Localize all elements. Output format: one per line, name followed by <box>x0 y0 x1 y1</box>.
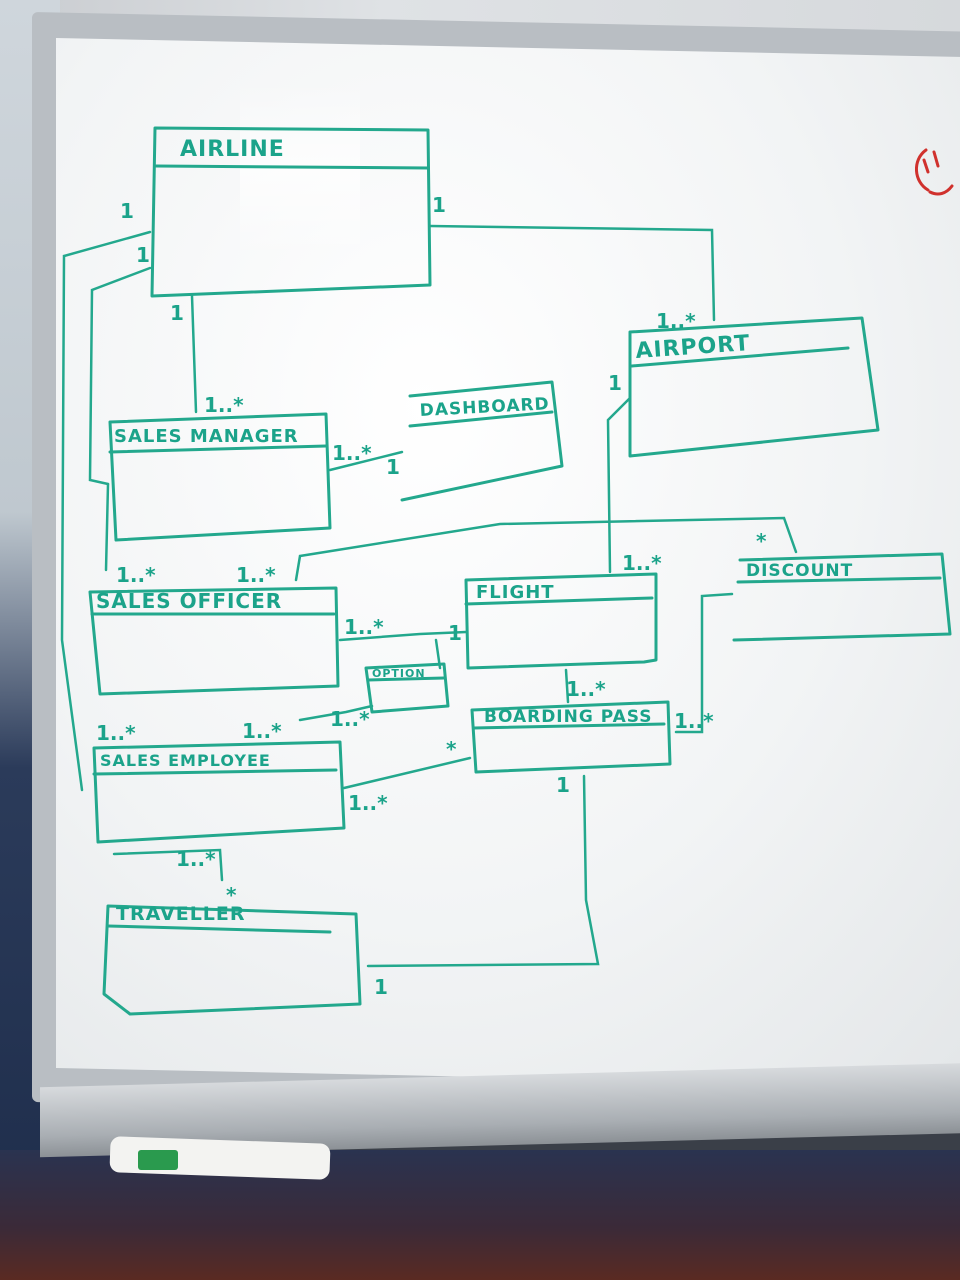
class-airline: AIRLINE <box>150 126 432 298</box>
association-lines <box>60 224 798 968</box>
class-discount: DISCOUNT <box>732 552 952 642</box>
class-traveller-title: TRAVELLER <box>116 903 246 925</box>
mult-flight-top-right: 1..* <box>622 551 662 575</box>
mult-boarding-top: 1..* <box>566 677 606 701</box>
mult-officer-top-right: 1..* <box>236 563 276 587</box>
mult-traveller-top: * <box>226 883 237 907</box>
mult-option-left: 1..* <box>330 707 370 731</box>
mult-employee-top-left: 1..* <box>96 721 136 745</box>
mult-boarding-bottom: 1 <box>556 773 570 797</box>
class-airline-title: AIRLINE <box>180 137 285 162</box>
class-option: OPTION <box>364 662 450 714</box>
mult-discount-top: * <box>756 529 767 553</box>
mult-boarding-left: * <box>446 737 457 761</box>
class-sales-officer: SALES OFFICER <box>88 586 340 696</box>
class-sales-employee: SALES EMPLOYEE <box>92 740 346 844</box>
class-boarding-pass: BOARDING PASS <box>470 700 672 774</box>
mult-airline-left-top: 1 <box>120 199 134 223</box>
mult-flight-option: 1 <box>448 621 462 645</box>
class-sales-manager: SALES MANAGER <box>108 412 332 542</box>
mult-airport-left: 1 <box>608 371 622 395</box>
multiplicity-labels: 1 1 1 1 1..* 1 1..* 1..* 1 1..* 1..* 1..… <box>96 193 767 999</box>
mult-airline-left-bottom: 1 <box>136 243 150 267</box>
class-flight: FLIGHT <box>464 572 658 670</box>
class-airport-title: AIRPORT <box>635 331 751 364</box>
mult-airline-bottom: 1 <box>170 301 184 325</box>
smiley-doodle-icon <box>915 148 954 196</box>
class-dashboard-title: DASHBOARD <box>419 394 550 421</box>
class-dashboard: DASHBOARD <box>400 380 564 502</box>
class-traveller: TRAVELLER <box>102 903 362 1016</box>
mult-employee-bottom-right: 1..* <box>348 791 388 815</box>
mult-boarding-right: 1..* <box>674 709 714 733</box>
mult-officer-top-left: 1..* <box>116 563 156 587</box>
mult-dashboard-left: 1 <box>386 455 400 479</box>
light-reflection <box>240 80 360 260</box>
class-option-title: OPTION <box>372 667 426 680</box>
mult-traveller-right: 1 <box>374 975 388 999</box>
class-airport: AIRPORT <box>628 316 880 458</box>
mult-manager-to-dashboard: 1..* <box>332 441 372 465</box>
class-discount-title: DISCOUNT <box>746 561 853 581</box>
mult-employee-bottom: 1..* <box>176 847 216 871</box>
mult-airport-top: 1..* <box>656 309 696 333</box>
class-sales-employee-title: SALES EMPLOYEE <box>100 751 271 770</box>
mult-employee-top-right: 1..* <box>242 719 282 743</box>
class-sales-officer-title: SALES OFFICER <box>96 589 282 613</box>
mult-manager-top: 1..* <box>204 393 244 417</box>
marker-cap <box>138 1150 178 1170</box>
class-flight-title: FLIGHT <box>476 582 555 603</box>
mult-airline-right: 1 <box>432 193 446 217</box>
mult-officer-to-flight: 1..* <box>344 615 384 639</box>
class-sales-manager-title: SALES MANAGER <box>114 426 299 447</box>
class-boarding-pass-title: BOARDING PASS <box>484 707 653 727</box>
